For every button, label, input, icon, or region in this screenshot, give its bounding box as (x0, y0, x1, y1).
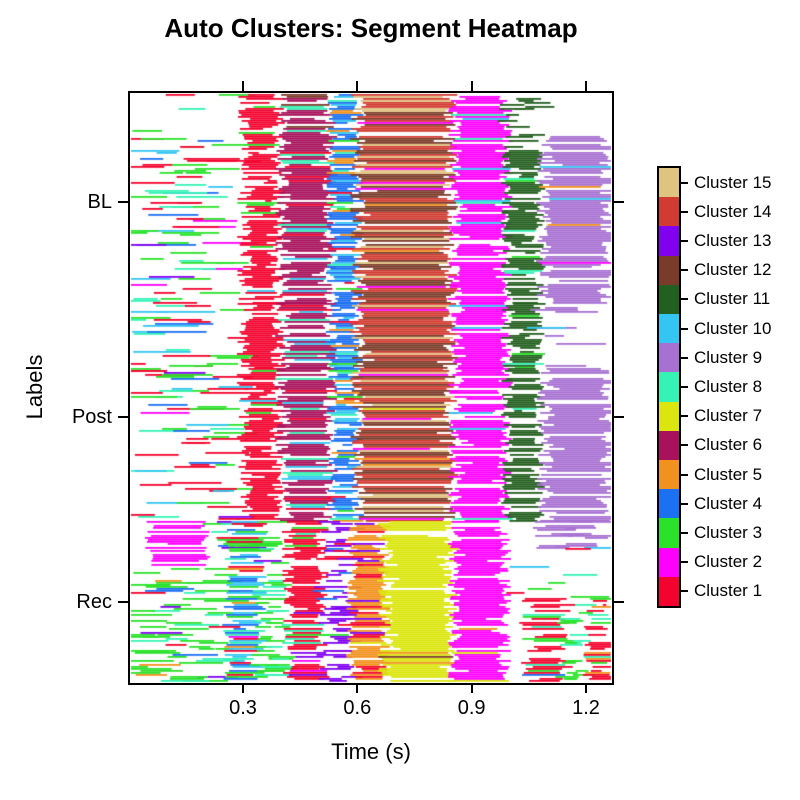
legend-swatch (659, 489, 679, 519)
legend-label: Cluster 1 (694, 581, 763, 601)
y-tick-left (118, 201, 128, 203)
legend-label: Cluster 4 (694, 493, 763, 513)
legend-label: Cluster 10 (694, 318, 772, 338)
legend-swatch (659, 314, 679, 344)
legend-colorbar (657, 166, 681, 608)
y-tick-right (614, 201, 624, 203)
legend-label: Cluster 3 (694, 523, 763, 542)
legend-swatch (659, 168, 679, 198)
x-tick-label: 1.2 (572, 697, 600, 719)
legend-tick (681, 386, 688, 388)
legend-swatch (659, 284, 679, 315)
legend-swatch (659, 401, 679, 432)
x-tick-bottom (470, 683, 473, 693)
x-tick-label: 0.6 (343, 697, 372, 719)
plot-border (128, 91, 614, 685)
legend-label: Cluster 7 (694, 406, 763, 426)
y-tick-label: Post (71, 406, 112, 428)
legend-label: Cluster 2 (694, 552, 763, 572)
legend-swatch (659, 226, 679, 257)
legend-label: Cluster 6 (694, 435, 763, 455)
legend-label: Cluster 13 (694, 231, 772, 250)
x-tick-top (584, 81, 587, 91)
legend-label: Cluster 11 (694, 289, 771, 309)
x-tick-top (470, 81, 473, 91)
legend-label: Cluster 12 (694, 260, 772, 280)
legend-label: Cluster 14 (694, 201, 772, 221)
x-tick-bottom (584, 683, 587, 693)
legend-swatch (659, 372, 679, 403)
legend-tick (681, 356, 688, 359)
legend-swatch (659, 255, 679, 286)
legend-tick (681, 240, 688, 242)
legend-tick (681, 444, 688, 447)
legend-tick (681, 181, 688, 184)
legend-tick (681, 269, 688, 272)
x-tick-top (356, 81, 359, 91)
legend-tick (681, 327, 688, 330)
legend-tick (681, 532, 688, 534)
y-tick-left (118, 601, 128, 603)
x-tick-bottom (356, 683, 359, 693)
legend-swatch (659, 197, 679, 227)
legend-label: Cluster 5 (694, 464, 763, 484)
y-tick-label: BL (87, 191, 112, 213)
legend-tick (681, 415, 688, 418)
x-tick-top (242, 81, 244, 91)
x-tick-label: 0.3 (229, 697, 257, 719)
y-tick-label: Rec (76, 591, 112, 613)
legend-tick (681, 561, 688, 564)
legend-tick (681, 590, 688, 593)
legend-swatch (659, 460, 679, 490)
x-tick-bottom (242, 683, 244, 693)
legend-swatch (659, 576, 679, 607)
y-tick-right (614, 601, 624, 603)
legend-swatch (659, 430, 679, 461)
y-tick-right (614, 416, 624, 418)
legend-tick (681, 502, 688, 505)
legend-swatch (659, 343, 679, 373)
x-tick-label: 0.9 (457, 697, 486, 719)
legend-label: Cluster 15 (694, 172, 772, 192)
legend-label: Cluster 9 (694, 347, 763, 367)
y-tick-left (118, 416, 128, 418)
legend-tick (681, 210, 688, 213)
legend-swatch (659, 547, 679, 578)
legend-label: Cluster 8 (694, 377, 763, 396)
legend-tick (681, 473, 688, 476)
legend-swatch (659, 518, 679, 549)
legend-tick (681, 298, 688, 301)
